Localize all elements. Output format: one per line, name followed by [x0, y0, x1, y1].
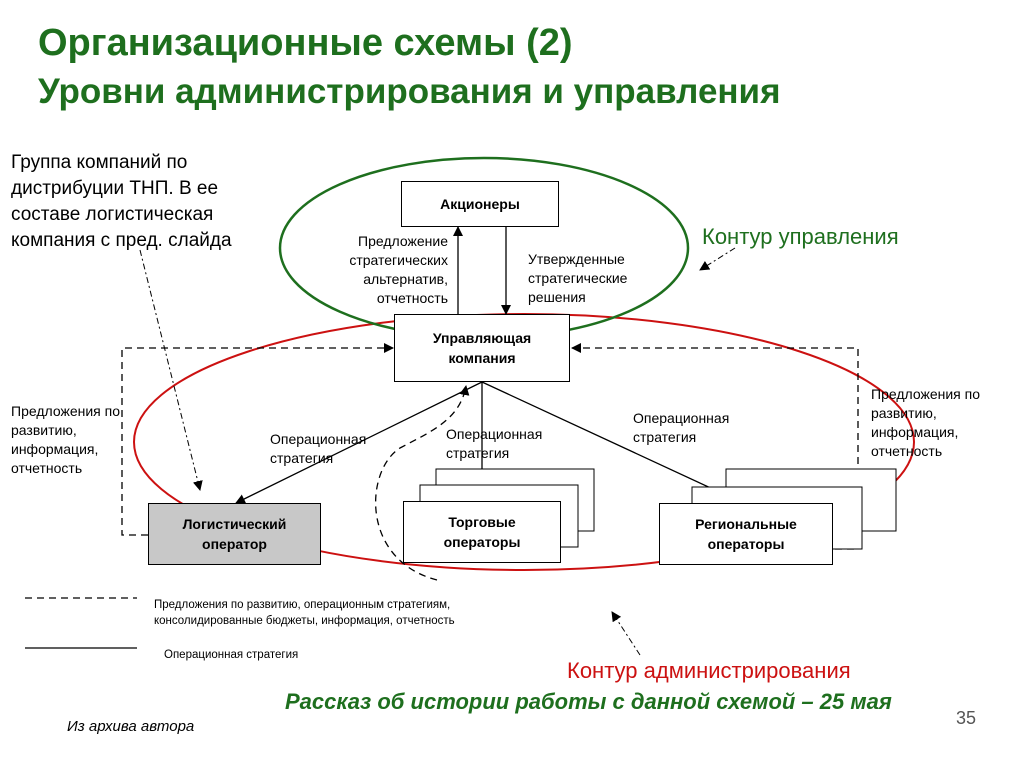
approved-decisions-label: Утвержденные стратегические решения: [528, 251, 628, 305]
logistics-operator-box: Логистический оператор: [148, 503, 321, 565]
slide-subtitle: Уровни администрирования и управления: [38, 72, 781, 111]
administration-contour-label: Контур администрирования: [567, 658, 851, 683]
right-dashed-feedback-path: [571, 343, 859, 550]
archive-credit: Из архива автора: [67, 718, 195, 735]
left-dashed-feedback-path: [121, 343, 394, 536]
note-pointer: [139, 249, 203, 491]
management-contour-pointer: [699, 247, 736, 271]
shareholders-box: Акционеры: [401, 181, 559, 227]
story-note: Рассказ об истории работы с данной схемо…: [285, 689, 892, 714]
op-strategy-arrow-left: [235, 381, 483, 504]
company-group-note: Группа компаний по дистрибуции ТНП. В ее…: [11, 152, 232, 251]
management-company-box: Управляющая компания: [394, 314, 570, 382]
side-feedback-label-left: Предложения по развитию, информация, отч…: [11, 403, 120, 476]
op-strategy-label-right: Операционная стратегия: [633, 410, 730, 445]
proposals-up-label: Предложение стратегических альтернатив, …: [349, 233, 448, 306]
trade-dashed-curve: [375, 385, 470, 581]
administration-contour-pointer: [611, 611, 641, 656]
slide-title: Организационные схемы (2): [38, 22, 573, 64]
op-strategy-arrow-right: [481, 381, 744, 504]
legend-dashed-text: Предложения по развитию, операционным ст…: [154, 599, 455, 627]
management-contour-label: Контур управления: [702, 224, 899, 249]
regional-operators-box: Региональные операторы: [659, 503, 833, 565]
op-strategy-label-center: Операционная стратегия: [446, 426, 543, 461]
legend-solid-text: Операционная стратегия: [164, 649, 299, 661]
op-strategy-label-left: Операционная стратегия: [270, 431, 367, 466]
trade-operators-box: Торговые операторы: [403, 501, 561, 563]
side-feedback-label-right: Предложения по развитию, информация, отч…: [871, 386, 980, 459]
page-number: 35: [956, 708, 977, 728]
